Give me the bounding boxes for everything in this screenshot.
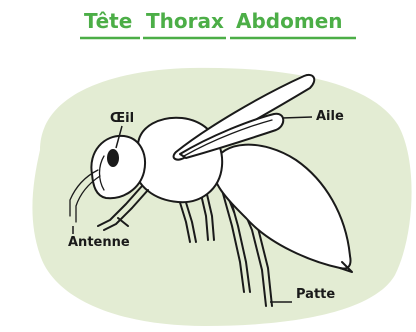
label-antenna: Antenne xyxy=(68,235,130,250)
background-blob xyxy=(32,68,411,326)
label-eye: Œil xyxy=(110,111,134,126)
leader-wing xyxy=(282,117,312,118)
eye xyxy=(107,149,119,167)
title-word-thorax: Thorax xyxy=(146,9,224,33)
header-title: Tête Thorax Abdomen xyxy=(80,9,356,38)
title-word-abdomen: Abdomen xyxy=(236,9,343,33)
title-word-head: Tête xyxy=(84,9,132,33)
label-leg: Patte xyxy=(296,287,335,302)
label-wing: Aile xyxy=(316,109,344,124)
